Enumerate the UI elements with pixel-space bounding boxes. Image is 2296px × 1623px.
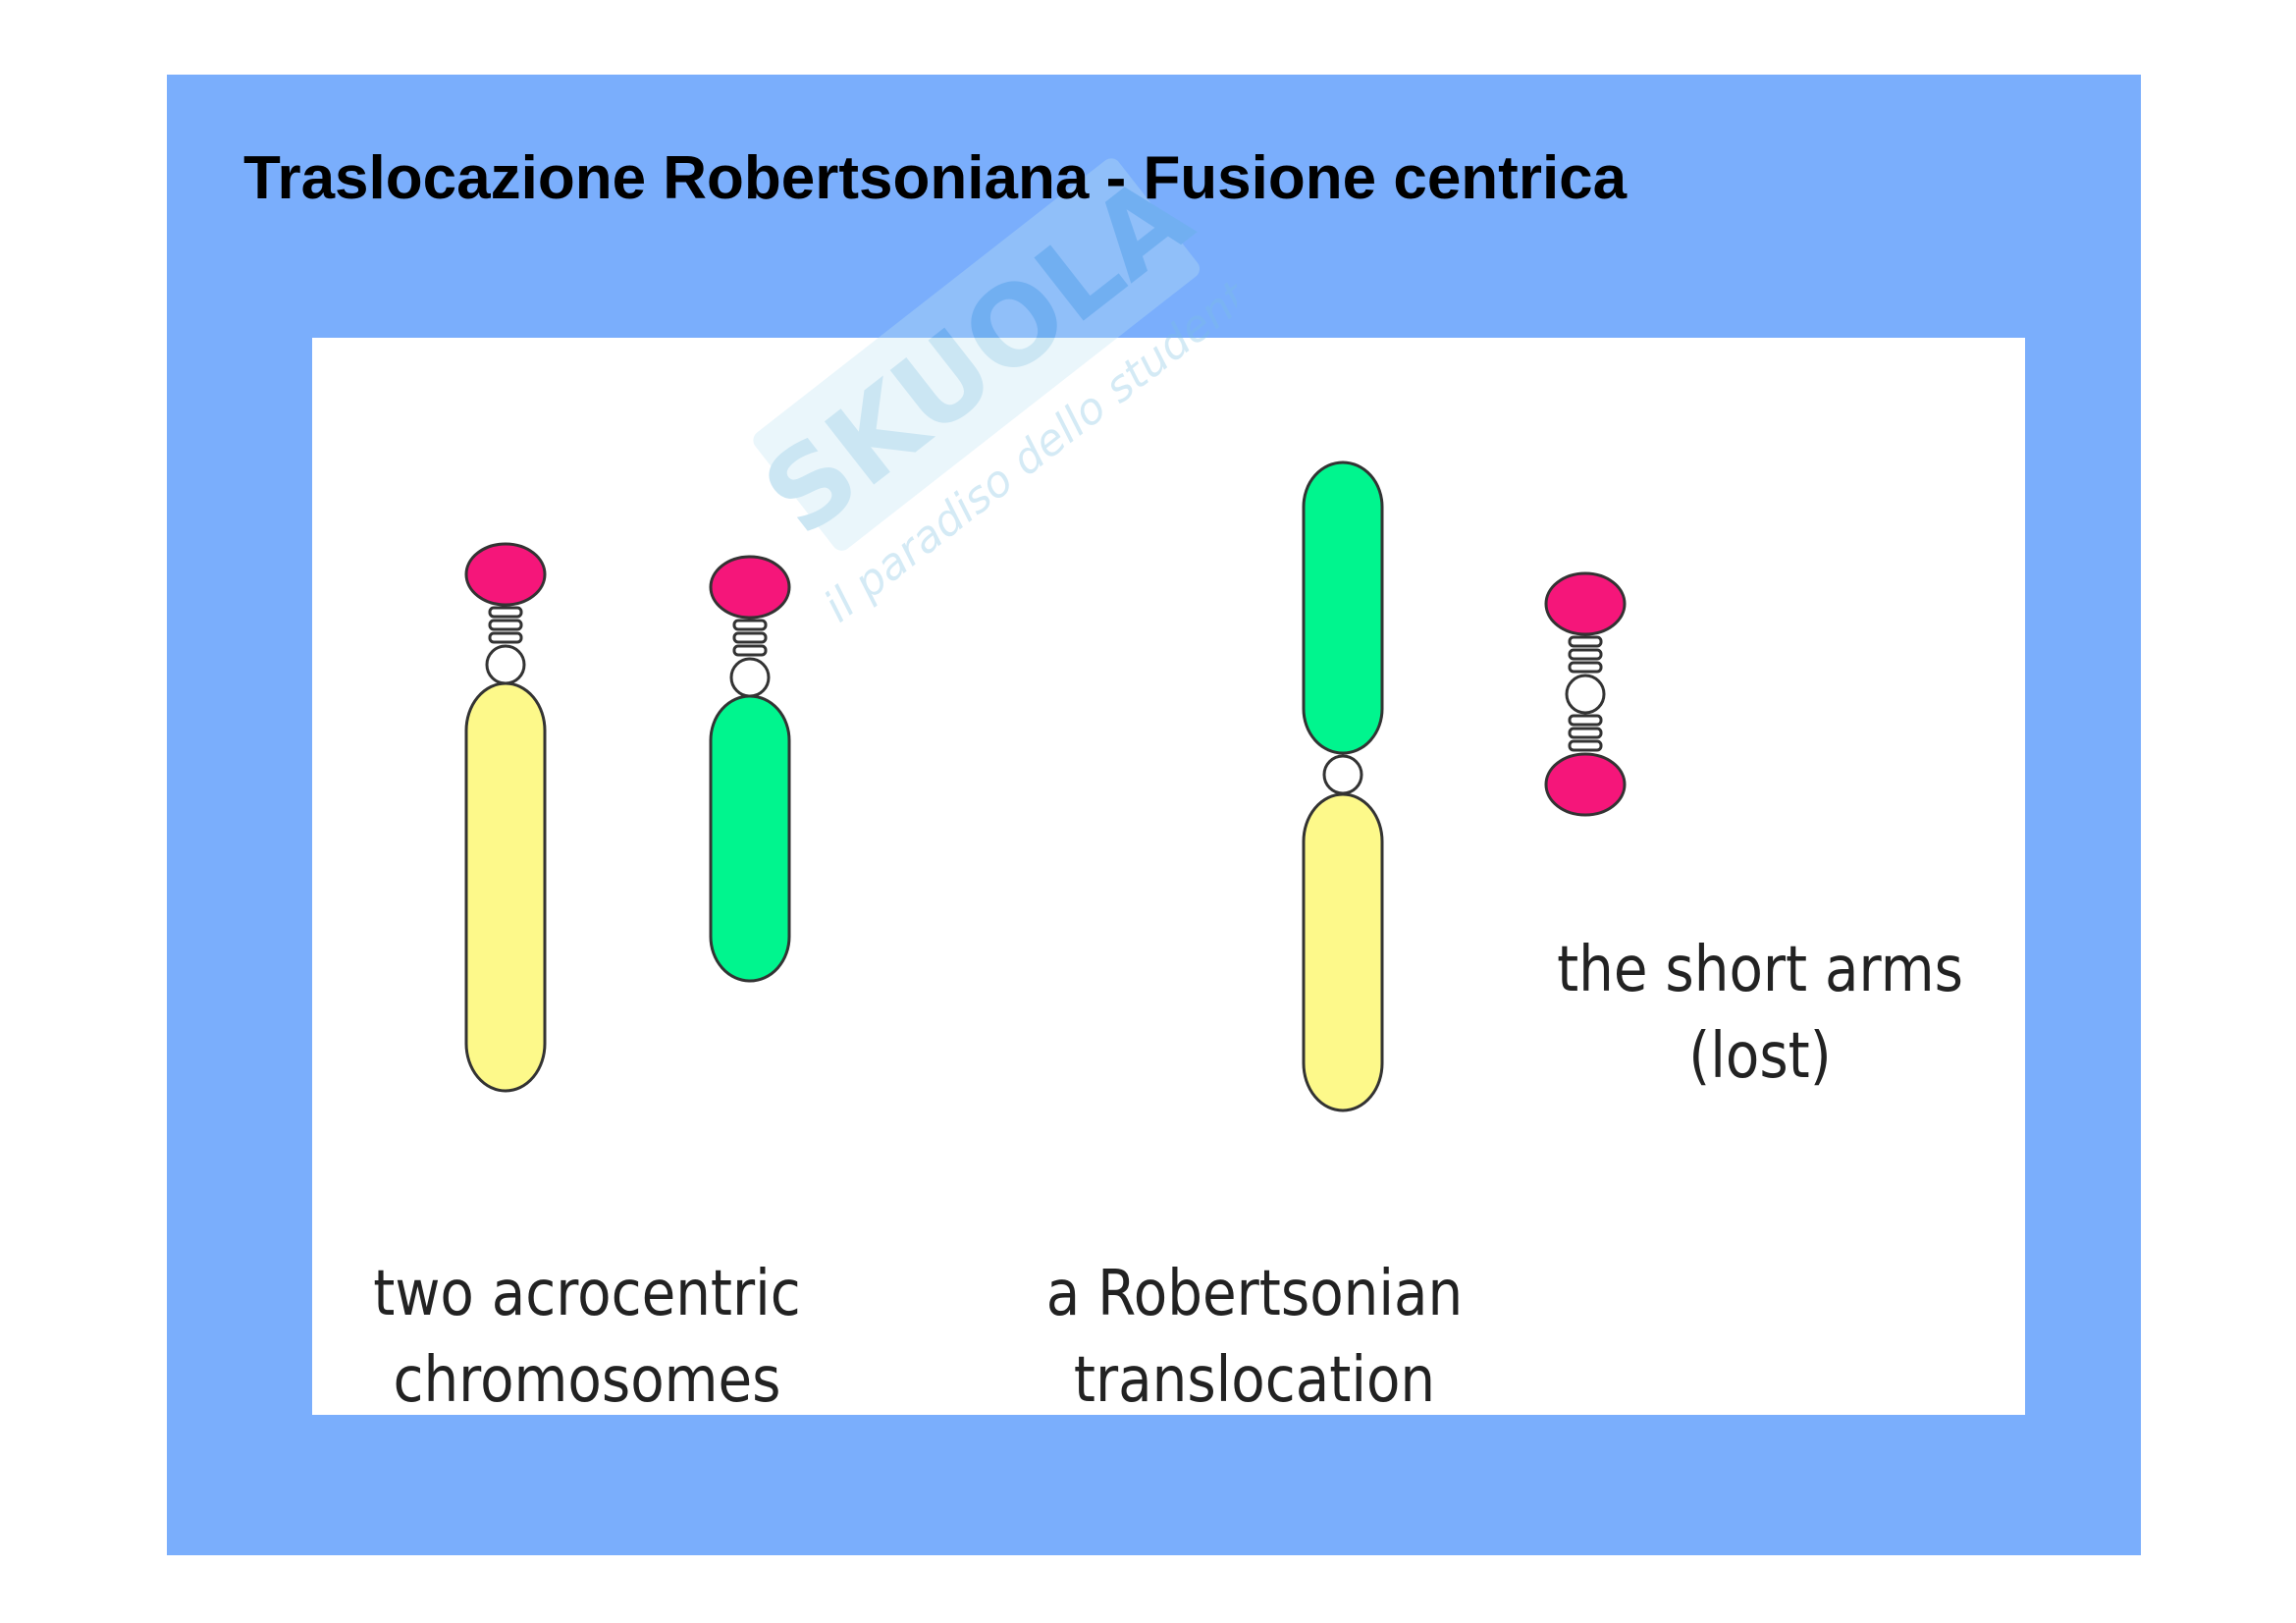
chromosome-diagram bbox=[464, 460, 1627, 1112]
lost-stalk-top bbox=[1568, 635, 1603, 674]
lost-satellite-bottom bbox=[1544, 752, 1627, 817]
caption-acrocentric-line-2: chromosomes bbox=[393, 1344, 781, 1415]
caption-robertsonian-line-2: translocation bbox=[1073, 1344, 1436, 1415]
lost-short-arms bbox=[1544, 571, 1627, 817]
robertsonian-green-arm bbox=[1302, 460, 1384, 755]
centromere-1 bbox=[485, 644, 526, 685]
long-arm-yellow-1 bbox=[464, 681, 547, 1093]
caption-short-arms: the short arms (lost) bbox=[1535, 927, 1985, 1100]
stalk-1 bbox=[488, 606, 523, 644]
satellite-2 bbox=[709, 555, 791, 620]
caption-acrocentric-line-1: two acrocentric bbox=[373, 1258, 801, 1330]
lost-satellite-top bbox=[1544, 571, 1627, 636]
centromere-2 bbox=[729, 657, 771, 698]
caption-robertsonian: a Robertsonian translocation bbox=[1030, 1251, 1479, 1415]
satellite-1 bbox=[464, 542, 547, 607]
robertsonian-centromere bbox=[1322, 754, 1363, 795]
acrocentric-chromosome-1 bbox=[464, 542, 547, 1093]
acrocentric-chromosome-2 bbox=[709, 555, 791, 983]
figure-panel: two acrocentric chromosomes a Robertsoni… bbox=[312, 338, 2025, 1415]
robertsonian-yellow-arm bbox=[1302, 792, 1384, 1112]
long-arm-green-2 bbox=[709, 694, 791, 983]
slide: Traslocazione Robertsoniana - Fusione ce… bbox=[167, 75, 2141, 1555]
stalk-2 bbox=[732, 619, 768, 657]
lost-stalk-bottom bbox=[1568, 714, 1603, 752]
slide-title: Traslocazione Robertsoniana - Fusione ce… bbox=[243, 144, 1628, 212]
robertsonian-chromosome bbox=[1302, 460, 1384, 1112]
lost-centromere bbox=[1565, 674, 1606, 715]
caption-short-arms-line-2: (lost) bbox=[1688, 1020, 1832, 1093]
caption-acrocentric: two acrocentric chromosomes bbox=[362, 1251, 812, 1415]
caption-robertsonian-line-1: a Robertsonian bbox=[1045, 1258, 1464, 1330]
caption-short-arms-line-1: the short arms bbox=[1557, 934, 1963, 1006]
